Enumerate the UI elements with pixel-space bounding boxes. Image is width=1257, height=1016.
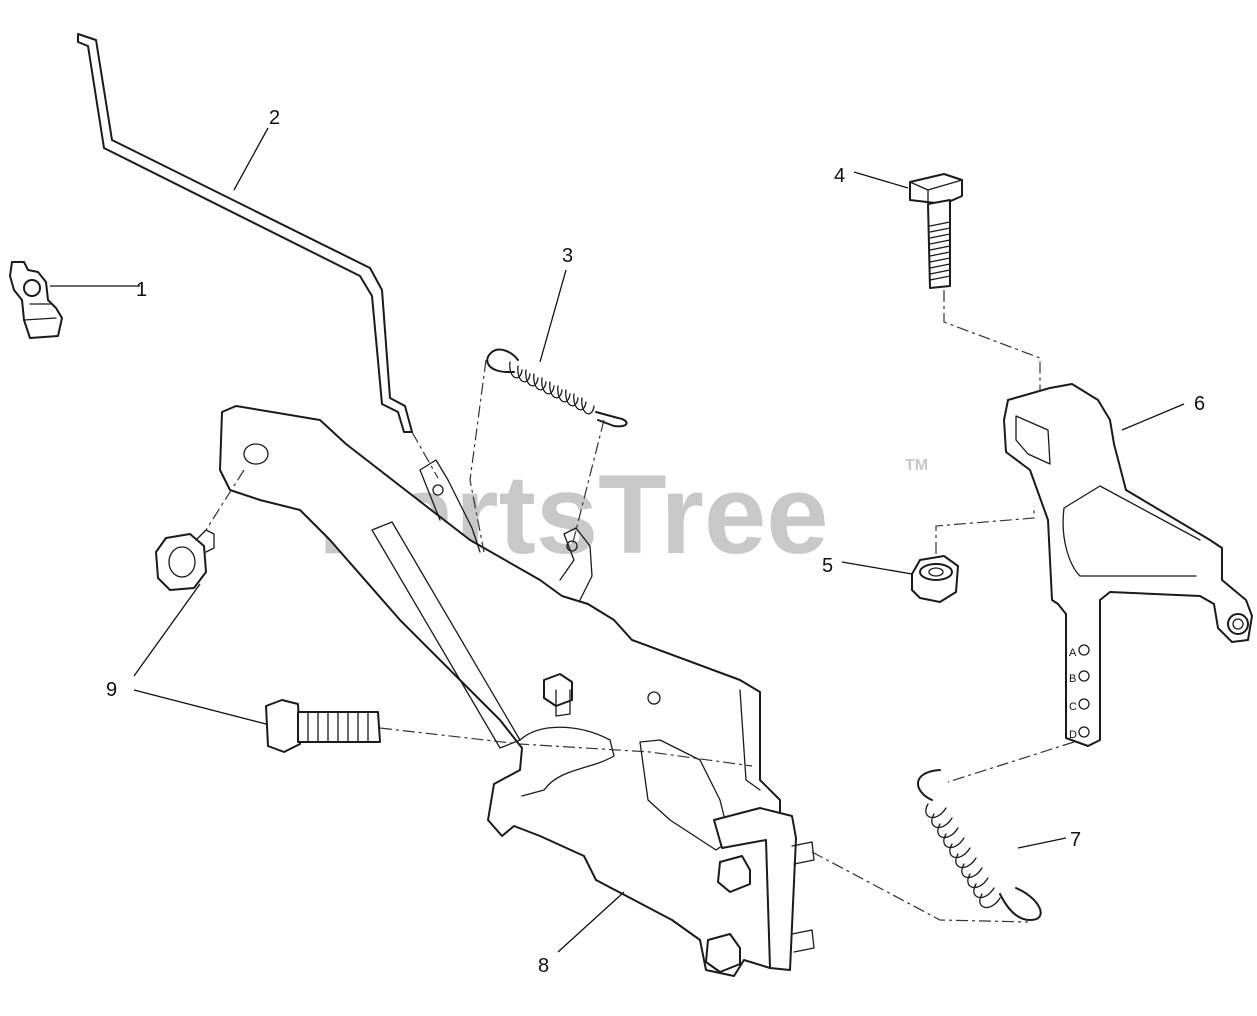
leader-lines — [50, 127, 1185, 953]
lever-position-a: A — [1069, 647, 1077, 659]
lever-position-b: B — [1069, 673, 1076, 685]
part-9-flange-bolts[interactable] — [155, 529, 381, 753]
part-6-control-lever[interactable]: A B C D — [1003, 383, 1253, 747]
part-7-extension-spring[interactable] — [917, 769, 1042, 921]
callout-1[interactable]: 1 — [136, 279, 147, 301]
part-8-control-bracket[interactable] — [219, 405, 815, 977]
part-5-flange-nut[interactable] — [911, 555, 959, 603]
callout-2[interactable]: 2 — [269, 107, 280, 129]
callout-3[interactable]: 3 — [562, 245, 573, 267]
callout-9[interactable]: 9 — [106, 679, 117, 701]
part-4-carriage-bolt[interactable] — [909, 173, 963, 289]
callout-7[interactable]: 7 — [1070, 829, 1081, 851]
callout-labels: 1 2 3 4 5 6 7 8 9 — [106, 107, 1205, 977]
watermark-tm: TM — [905, 457, 928, 474]
callout-8[interactable]: 8 — [538, 955, 549, 977]
part-3-extension-spring[interactable] — [486, 348, 628, 428]
lever-position-c: C — [1069, 701, 1077, 713]
callout-4[interactable]: 4 — [834, 165, 845, 187]
part-1-clip[interactable] — [9, 261, 63, 339]
lever-position-d: D — [1069, 729, 1077, 741]
callout-5[interactable]: 5 — [822, 555, 833, 577]
callout-6[interactable]: 6 — [1194, 393, 1205, 415]
part-2-governor-rod[interactable] — [77, 33, 413, 433]
assembly-dash-lines — [205, 290, 1075, 923]
